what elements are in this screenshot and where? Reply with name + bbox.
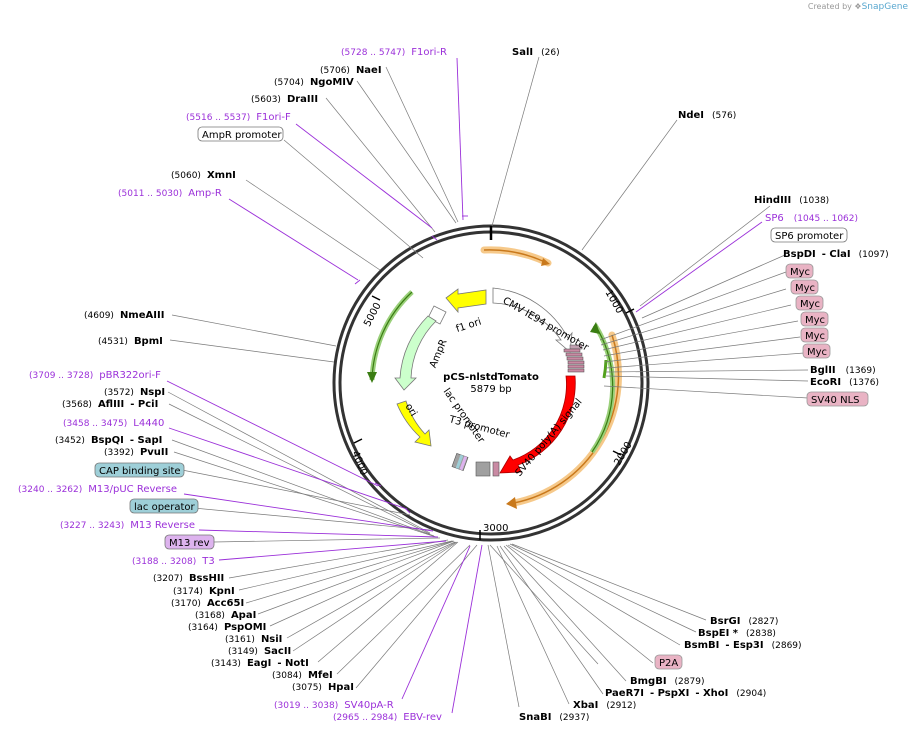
enzyme-bmgbi[interactable]: BmgBI(2879)	[630, 676, 704, 687]
myc-tag-blocks	[563, 348, 585, 373]
feature-lac-operator[interactable]: lac operator	[129, 498, 199, 514]
enzyme-bpmi[interactable]: (4531)BpmI	[98, 336, 163, 347]
feature-ori[interactable]	[396, 400, 432, 447]
enzyme-eagi-noti[interactable]: (3143)EagI- NotI	[211, 658, 309, 669]
enzyme-ngomiv[interactable]: (5704)NgoMIV	[274, 77, 354, 88]
svg-text:5000: 5000	[362, 301, 384, 329]
svg-text:M13 rev: M13 rev	[169, 538, 210, 549]
primer-f1ori-r[interactable]: (5728 .. 5747)F1ori-R	[341, 47, 447, 58]
feature-myc-5[interactable]: Myc	[800, 327, 829, 343]
enzyme-sacii[interactable]: (3149)SacII	[228, 646, 291, 657]
enzyme-afliii-pcii[interactable]: (3568)AflIII- PciI	[62, 399, 158, 410]
svg-text:P2A: P2A	[659, 658, 678, 669]
svg-text:Myc: Myc	[807, 347, 827, 358]
enzyme-xmni[interactable]: (5060)XmnI	[171, 170, 236, 181]
svg-text:Myc: Myc	[790, 267, 810, 278]
enzyme-bspdi-clai[interactable]: BspDI- ClaI(1097)	[783, 249, 889, 260]
feature-cap-binding-site[interactable]: CAP binding site	[94, 462, 185, 478]
enzyme-paer7i-pspxi-xhoi[interactable]: PaeR7I- PspXI- XhoI(2904)	[605, 688, 766, 699]
plasmid-name: pCS-nlstdTomato	[443, 372, 539, 383]
feature-f1-ori[interactable]	[445, 288, 487, 314]
enzyme-acc65i[interactable]: (3170)Acc65I	[171, 598, 244, 609]
enzyme-snabi[interactable]: SnaBI(2937)	[519, 712, 589, 723]
enzyme-hpai[interactable]: (3075)HpaI	[292, 682, 354, 693]
svg-text:SV40 NLS: SV40 NLS	[811, 395, 860, 406]
primer-m13-puc-reverse[interactable]: (3240 .. 3262)M13/pUC Reverse	[18, 484, 177, 495]
enzyme-naei[interactable]: (5706)NaeI	[320, 65, 382, 76]
feature-p2a-block	[492, 461, 500, 477]
enzyme-bglii[interactable]: BglII(1369)	[810, 365, 876, 376]
feature-myc-6[interactable]: Myc	[802, 343, 831, 359]
snapgene-credit: Created by ❖SnapGene	[807, 2, 908, 12]
enzyme-xbai[interactable]: XbaI(2912)	[573, 700, 636, 711]
primer-m13-reverse[interactable]: (3227 .. 3243)M13 Reverse	[60, 520, 195, 531]
feature-ampr[interactable]	[394, 315, 437, 391]
backbone-outer-ring	[332, 224, 650, 542]
plasmid-size: 5879 bp	[470, 384, 511, 395]
enzyme-hindiii[interactable]: HindIII(1038)	[754, 195, 829, 206]
primer-pbr322ori-f[interactable]: (3709 .. 3728)pBR322ori-F	[29, 370, 161, 381]
enzyme-bsrgi[interactable]: BsrGI(2827)	[710, 616, 778, 627]
feature-label-ampr: AmpR	[428, 338, 450, 370]
feature-ampr-promoter[interactable]: AmpR promoter	[202, 130, 282, 141]
primer-sp6[interactable]: SP6(1045 .. 1062)	[765, 213, 858, 224]
enzyme-pvuii[interactable]: (3392)PvuII	[104, 447, 168, 458]
svg-text:CAP binding site: CAP binding site	[99, 466, 181, 477]
tick-3000: 3000	[479, 523, 508, 540]
enzyme-sali[interactable]: SalI(26)	[512, 47, 560, 58]
enzyme-mfei[interactable]: (3084)MfeI	[272, 670, 333, 681]
enzyme-nsii[interactable]: (3161)NsiI	[225, 634, 282, 645]
svg-text:Myc: Myc	[805, 315, 825, 326]
feature-label-f1-ori: f1 ori	[455, 316, 483, 335]
svg-text:Myc: Myc	[795, 283, 815, 294]
svg-text:1000: 1000	[603, 288, 625, 316]
primer-amp-r[interactable]: (5011 .. 5030)Amp-R	[118, 188, 222, 199]
feature-myc-2[interactable]: Myc	[790, 279, 819, 295]
primer-leader-lines	[166, 57, 763, 714]
backbone-inner-ring	[338, 230, 644, 536]
enzyme-draiii[interactable]: (5603)DraIII	[251, 94, 318, 105]
enzyme-bsshii[interactable]: (3207)BssHII	[153, 573, 224, 584]
snapgene-logo-icon: ❖	[854, 2, 862, 11]
feature-t3-promoter-block	[475, 461, 491, 477]
primer-t3[interactable]: (3188 .. 3208)T3	[132, 556, 215, 567]
feature-myc-3[interactable]: Myc	[795, 295, 824, 311]
lac-region-blocks	[451, 452, 469, 472]
feature-myc-4[interactable]: Myc	[800, 311, 829, 327]
feature-sv40-nls[interactable]: SV40 NLS	[806, 391, 869, 407]
feature-myc-1[interactable]: Myc	[785, 263, 814, 279]
enzyme-pspomi[interactable]: (3164)PspOMI	[188, 622, 266, 633]
feature-tdtomato[interactable]	[499, 375, 576, 474]
feature-sp6-promoter[interactable]: SP6 promoter	[775, 231, 844, 242]
enzyme-ndei[interactable]: NdeI(576)	[678, 110, 736, 121]
primer-ebv-rev[interactable]: (2965 .. 2984)EBV-rev	[333, 712, 442, 723]
enzyme-nspi[interactable]: (3572)NspI	[104, 387, 165, 398]
feature-label-lac-promoter: lac promoter	[441, 386, 487, 445]
svg-text:3000: 3000	[483, 523, 508, 534]
svg-text:lac operator: lac operator	[134, 502, 195, 513]
enzyme-leader-lines	[167, 56, 809, 708]
feature-m13-rev[interactable]: M13 rev	[164, 534, 215, 550]
primer-sv40pa-r[interactable]: (3019 .. 3038)SV40pA-R	[274, 700, 394, 711]
enzyme-ecori[interactable]: EcoRI(1376)	[810, 377, 879, 388]
svg-text:Myc: Myc	[800, 299, 820, 310]
enzyme-bspei[interactable]: BspEI *(2838)	[698, 628, 776, 639]
enzyme-bsmbi-esp3i[interactable]: BsmBI- Esp3I(2869)	[684, 640, 802, 651]
enzyme-kpni[interactable]: (3174)KpnI	[173, 586, 235, 597]
feature-label-cmv: CMV IE94 promoter	[501, 295, 591, 354]
enzyme-nmeaiii[interactable]: (4609)NmeAIII	[84, 310, 164, 321]
primer-f1ori-f[interactable]: (5516 .. 5537)F1ori-F	[186, 112, 291, 123]
svg-text:Myc: Myc	[805, 331, 825, 342]
feature-p2a[interactable]: P2A	[654, 654, 683, 670]
enzyme-bspqi-sapi[interactable]: (3452)BspQI- SapI	[55, 435, 162, 446]
enzyme-apai[interactable]: (3168)ApaI	[195, 610, 256, 621]
primer-l4440[interactable]: (3458 .. 3475)L4440	[63, 418, 164, 429]
